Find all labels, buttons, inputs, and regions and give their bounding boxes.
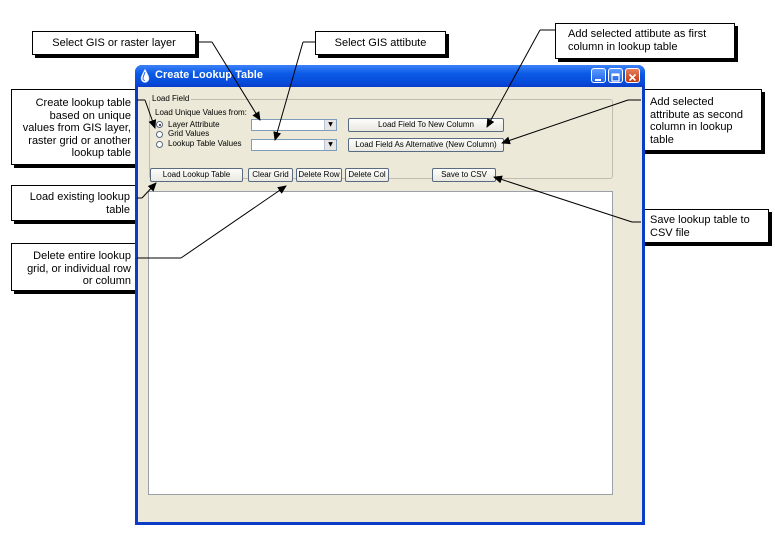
maximize-icon [611, 73, 620, 82]
radio-lookup-table-values-label: Lookup Table Values [168, 139, 242, 148]
clear-grid-button[interactable]: Clear Grid [248, 168, 293, 182]
radio-layer-attribute-label: Layer Attribute [168, 120, 220, 129]
delete-row-button[interactable]: Delete Row [296, 168, 342, 182]
load-lookup-table-button[interactable]: Load Lookup Table [150, 168, 243, 182]
maximize-button[interactable] [608, 68, 623, 83]
callout-create-lookup: Create lookup table based on unique valu… [11, 89, 137, 165]
close-icon [628, 73, 637, 82]
callout-select-attribute: Select GIS attibute [315, 31, 446, 55]
minimize-icon [595, 79, 601, 81]
window-title: Create Lookup Table [155, 69, 263, 81]
delete-col-button[interactable]: Delete Col [345, 168, 389, 182]
radio-layer-attribute[interactable] [156, 121, 163, 128]
load-field-new-column-button[interactable]: Load Field To New Column [348, 118, 504, 132]
callout-delete-grid: Delete entire lookup grid, or individual… [11, 243, 137, 291]
chevron-down-icon[interactable]: ▼ [324, 140, 336, 150]
radio-grid-values[interactable] [156, 131, 163, 138]
load-from-label: Load Unique Values from: [155, 108, 247, 117]
callout-save-csv: Save lookup table to CSV file [641, 209, 769, 243]
chevron-down-icon[interactable]: ▼ [324, 120, 336, 130]
create-lookup-window: Create Lookup Table Load Field Load Uniq… [135, 65, 645, 525]
load-field-alternative-button[interactable]: Load Field As Alternative (New Column) [348, 138, 504, 152]
app-drop-icon [140, 69, 150, 83]
load-field-legend: Load Field [150, 94, 192, 103]
dialog-body: Load Field Load Unique Values from: Laye… [138, 87, 642, 522]
lookup-grid[interactable] [148, 191, 613, 495]
layer-select[interactable]: ▼ [251, 119, 337, 131]
radio-lookup-table-values[interactable] [156, 141, 163, 148]
callout-add-first: Add selected attibute as first column in… [555, 23, 735, 59]
attribute-select[interactable]: ▼ [251, 139, 337, 151]
minimize-button[interactable] [591, 68, 606, 83]
radio-grid-values-label: Grid Values [168, 129, 210, 138]
callout-select-layer: Select GIS or raster layer [32, 31, 196, 55]
callout-add-second: Add selected attribute as second column … [641, 89, 762, 151]
save-to-csv-button[interactable]: Save to CSV [432, 168, 496, 182]
close-button[interactable] [625, 68, 640, 83]
